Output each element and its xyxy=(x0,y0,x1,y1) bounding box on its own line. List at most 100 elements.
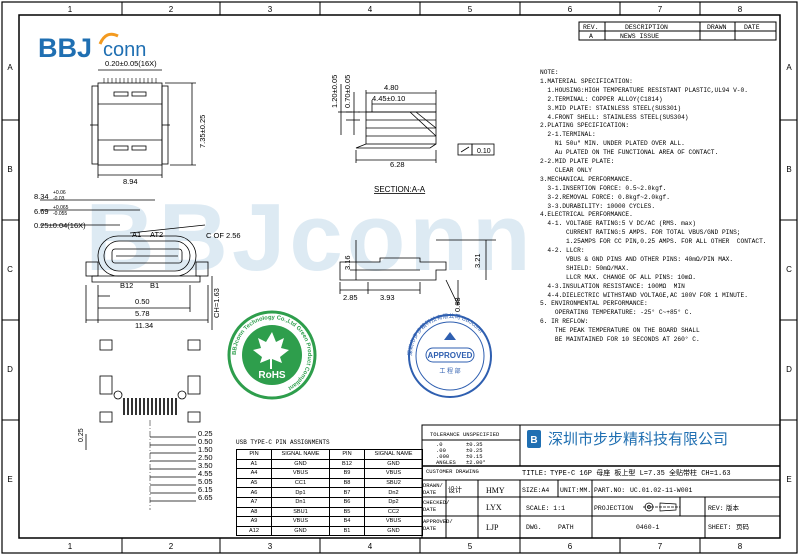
dim-flatness: 0.10 xyxy=(477,148,491,155)
drawn-label: DRAWN/ xyxy=(423,482,443,489)
drawn-label2: DATE xyxy=(423,489,437,496)
drawn-header: DRAWN xyxy=(707,24,727,31)
section-label: SECTION:A-A xyxy=(374,185,426,194)
label-at2: AT2 xyxy=(150,230,163,239)
pcb-tick: 0.50 xyxy=(198,437,213,446)
tol-key: .000 xyxy=(436,453,449,460)
note-line: 2.PLATING SPECIFICATION: xyxy=(540,122,630,130)
logo-suffix: conn xyxy=(103,39,146,61)
top-view xyxy=(90,69,196,178)
note-line: 3-2.REMOVAL FORCE: 0.8kgf~2.0kgf. xyxy=(540,193,670,201)
dim-side-h2: 0.70±0.05 xyxy=(343,75,352,108)
tol-val: ±0.25 xyxy=(466,447,483,454)
rev-value: A xyxy=(589,33,593,40)
design-label: 设计 xyxy=(448,485,462,494)
sheet-cn: 页码 xyxy=(736,523,750,531)
dim-front-w2-plus: +0.065 xyxy=(53,205,69,211)
drawn-by: HMY xyxy=(486,486,505,495)
pin-header: PIN xyxy=(236,449,272,460)
dim-sec-h1: 3.16 xyxy=(343,255,352,270)
logo-prefix: BBJ xyxy=(38,33,92,63)
rev-header: REV. xyxy=(583,24,599,31)
pcb-tick: 0.25 xyxy=(198,429,213,438)
note-line: 6. IR REFLOW: xyxy=(540,318,589,326)
pcb-tick: 1.50 xyxy=(198,445,213,454)
dim-front-b3: 11.34 xyxy=(135,321,153,330)
dim-front-w1-minus: -0.03 xyxy=(53,196,65,202)
col-label: 7 xyxy=(658,542,663,551)
note-line: 4.FRONT SHELL: STAINLESS STEEL(SUS304) xyxy=(540,113,689,121)
title-label: TITLE: xyxy=(522,470,547,478)
pcb-layout xyxy=(85,339,201,510)
pcb-dim-left: 0.25 xyxy=(78,428,85,442)
projection-symbol-icon xyxy=(643,502,680,512)
pin-table-header: PIN SIGNAL NAME PIN SIGNAL NAME xyxy=(236,449,423,460)
col-label: 5 xyxy=(468,542,473,551)
revision-label: REV: xyxy=(708,505,724,512)
col-label: 1 xyxy=(68,5,73,14)
dim-sec-w2: 3.93 xyxy=(380,293,395,302)
note-line: 1.25AMPS FOR CC PIN,0.25 AMPS. FOR ALL O… xyxy=(540,238,767,246)
approved-stamp: APPROVED 工 程 部 深圳市步步精科技有限公司 BBJconn xyxy=(406,312,492,398)
note-line: 2.TERMINAL: COPPER ALLOY(C1814) xyxy=(540,95,663,103)
note-line: 2-2.MID PLATE PLATE: xyxy=(540,158,615,165)
pcb-tick: 6.65 xyxy=(198,493,213,502)
tol-key: ANGLES xyxy=(436,459,457,466)
row-label: A xyxy=(7,63,13,72)
dim-sec-h2: 3.21 xyxy=(473,253,482,268)
tol-val: ±2.00° xyxy=(466,459,486,466)
note-line: OPERATING TEMPERATURE: -25° C~+85° C. xyxy=(540,309,693,317)
col-label: 4 xyxy=(368,542,373,551)
part-no-label: PART.NO: xyxy=(594,487,625,494)
approved-label: APPROVED/ xyxy=(423,518,453,525)
revision-cn: 版本 xyxy=(726,503,740,512)
note-line: CLEAR ONLY xyxy=(540,166,592,174)
col-label: 4 xyxy=(368,5,373,14)
note-line: 4-4.DIELECTRIC WITHSTAND VOLTAGE,AC 100V… xyxy=(540,291,748,299)
sheet-label: SHEET: xyxy=(708,524,731,531)
svg-text:B: B xyxy=(530,435,537,446)
note-line: VBUS & GND PINS AND OTHER PINS: 40mΩ/PIN… xyxy=(540,255,734,263)
title-block-lines xyxy=(421,424,781,539)
dim-front-b2: 5.78 xyxy=(135,309,150,318)
dim-sec-w1: 2.85 xyxy=(343,293,358,302)
dim-side-w3: 6.28 xyxy=(390,160,405,169)
label-b12: B12 xyxy=(120,281,133,290)
col-label: 5 xyxy=(468,5,473,14)
row-label: D xyxy=(786,365,792,374)
unit: UNIT:MM. xyxy=(560,487,591,494)
col-label: 7 xyxy=(658,5,663,14)
col-label: 1 xyxy=(68,542,73,551)
label-a1: A1 xyxy=(132,230,141,239)
company-logo: BBJ conn xyxy=(38,32,146,63)
approved-center: APPROVED xyxy=(428,351,473,360)
col-label: 2 xyxy=(169,5,174,14)
dim-top-pitch: 0.20±0.05(16X) xyxy=(105,59,157,68)
dim-side-h1: 1.20±0.05 xyxy=(330,75,339,108)
tol-val: ±0.15 xyxy=(466,453,483,460)
col-label: 8 xyxy=(738,5,743,14)
rohs-center: RoHS xyxy=(258,370,286,381)
dim-sec-h3: 0.68 xyxy=(453,297,462,312)
note-line: Ni 50u" MIN. UNDER PLATED OVER ALL. xyxy=(540,140,685,148)
row-label: A xyxy=(786,63,792,72)
row-label: E xyxy=(786,475,791,484)
row-label: E xyxy=(7,475,12,484)
dim-front-w1: 8.34 xyxy=(34,192,49,201)
side-view xyxy=(338,84,495,163)
note-line: 3.MID PLATE: STAINLESS STEEL(SUS301) xyxy=(540,104,682,112)
col-label: 6 xyxy=(568,5,573,14)
note-line: 4-2. LLCR: xyxy=(540,247,585,254)
pcb-tick: 2.50 xyxy=(198,453,213,462)
col-label: 3 xyxy=(268,5,273,14)
approved-sub: 工 程 部 xyxy=(439,367,460,375)
part-no: UC.01.02-11-W001 xyxy=(630,487,693,494)
section-view xyxy=(339,239,496,306)
note-line: LLCR MAX. CHANGE OF ALL PINS: 10mΩ. xyxy=(540,273,696,281)
col-label: 2 xyxy=(169,542,174,551)
date-header: DATE xyxy=(744,24,760,31)
